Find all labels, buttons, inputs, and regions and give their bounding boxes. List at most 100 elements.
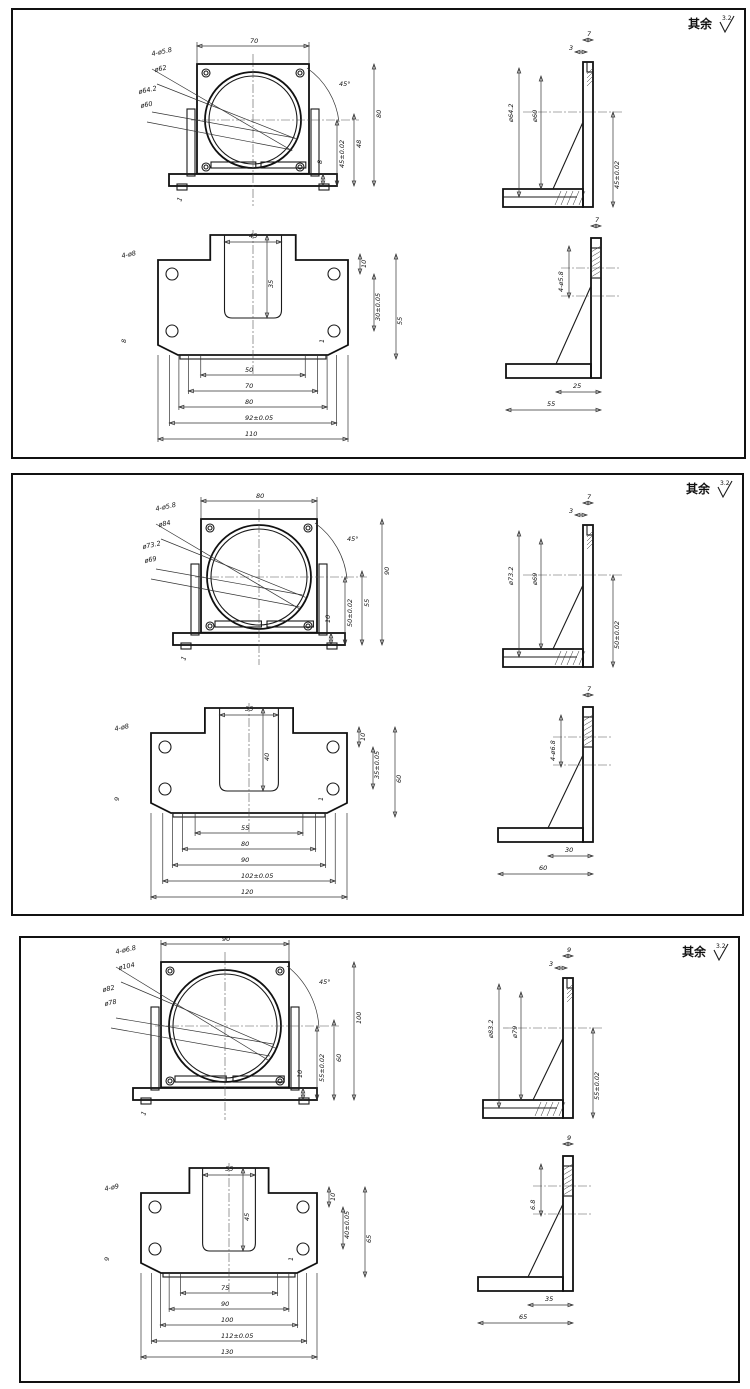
radius-label: 1 <box>318 339 326 343</box>
roughness-symbol-icon <box>713 943 729 962</box>
dim-slot-depth: 45 <box>243 1213 251 1221</box>
hole-note: 4-ø5.8 <box>151 46 173 58</box>
arrow-head <box>201 1172 208 1178</box>
mounting-hole <box>295 68 305 78</box>
arrow-head <box>273 712 280 718</box>
dim-width-w5: 130 <box>221 1348 233 1356</box>
dim-width-w3: 80 <box>245 398 253 406</box>
leader-line <box>146 121 293 151</box>
dim-base-thickness: 8 <box>316 160 324 164</box>
hatch-line <box>552 1101 560 1117</box>
front-right-wall <box>318 563 328 636</box>
dim-side2-t: 7 <box>587 685 592 693</box>
arrow-head <box>610 110 616 118</box>
arrow-head <box>156 436 164 442</box>
arrow-head <box>181 846 188 852</box>
arrow-head <box>240 1166 246 1174</box>
dim-hole-y: 30±0.05 <box>374 293 382 321</box>
roughness-note: 其余 3.2 <box>682 943 729 962</box>
dim-side2-t: 7 <box>595 216 600 224</box>
mounting-hole <box>165 267 179 281</box>
arrow-head <box>159 1322 166 1328</box>
side2-plate <box>590 237 602 379</box>
arrow-head <box>311 498 319 504</box>
hatch-line <box>566 983 574 991</box>
hatch-line <box>590 245 602 253</box>
arrow-head <box>516 529 522 537</box>
mounting-hole <box>303 621 313 631</box>
mounting-hole <box>165 1076 175 1086</box>
arrow-head <box>538 183 544 191</box>
front-left-wall <box>190 563 200 636</box>
arrow-head <box>328 639 334 647</box>
hatch-line <box>562 1163 574 1171</box>
arrow-head <box>299 372 307 378</box>
mounting-hole-inner <box>167 1078 173 1084</box>
hatch-line <box>558 1101 566 1117</box>
arrow-head <box>516 651 522 659</box>
mounting-hole <box>148 1242 162 1256</box>
hatch-line <box>586 534 594 542</box>
roughness-text: 其余 <box>682 944 707 959</box>
front-foot <box>318 183 330 191</box>
hatch-line <box>566 650 574 666</box>
arrow-head <box>187 388 194 394</box>
hatch-line <box>586 79 594 87</box>
mounting-hole-inner <box>277 1078 283 1084</box>
roughness-symbol-icon <box>717 480 733 499</box>
arrow-head <box>340 1205 346 1213</box>
arrow-head <box>340 1243 346 1251</box>
hatch-line <box>562 1168 574 1176</box>
hatch-line <box>586 67 594 75</box>
hatch-line <box>586 542 594 550</box>
hole-note: 4-ø6.8 <box>115 944 137 956</box>
arrow-head <box>342 639 348 647</box>
dim-half-height: 48 <box>355 140 363 148</box>
dim-half-height: 55 <box>363 599 371 607</box>
side-lip <box>566 977 574 989</box>
rib-slot <box>232 1075 285 1083</box>
front-right-wall <box>310 108 320 177</box>
hatch-line <box>590 255 602 263</box>
hatch-line <box>590 265 602 273</box>
dim-width-w2: 90 <box>221 1300 229 1308</box>
front-foot <box>140 1097 152 1105</box>
roughness-value: 3.2 <box>716 943 726 950</box>
side2-base <box>497 827 584 843</box>
front-foot <box>180 642 192 650</box>
side-gusset <box>552 584 584 650</box>
arrow-head <box>342 436 350 442</box>
arrow-head <box>590 1112 596 1120</box>
hatch-line <box>582 719 594 727</box>
arrow-head <box>371 62 377 70</box>
dim-width-w5: 120 <box>241 888 253 896</box>
hatch-line <box>566 987 574 995</box>
dim-width-w1: 75 <box>221 1284 229 1292</box>
mounting-hole <box>165 966 175 976</box>
arrow-head <box>357 252 363 260</box>
angle-label: 45° <box>347 535 359 543</box>
hatch-line <box>572 650 580 666</box>
side2-hole-section <box>590 247 602 279</box>
arrow-head <box>250 1172 257 1178</box>
mounting-hole <box>327 267 341 281</box>
arrow-head <box>351 112 357 120</box>
dia-label: ø64.2 <box>137 84 158 96</box>
arrow-head <box>362 1271 368 1279</box>
dia-label: ø84 <box>157 519 172 530</box>
dim-side-t2: 3 <box>569 44 573 52</box>
arrow-head <box>351 180 357 188</box>
dia-label: ø78 <box>103 998 118 1009</box>
dim-side-h: 45±0.02 <box>613 161 621 189</box>
hatch-line <box>546 1101 554 1117</box>
dim-width-w4: 102±0.05 <box>241 872 273 880</box>
hole-note: 4-ø8 <box>121 249 137 260</box>
dim-width: 80 <box>256 492 264 500</box>
arrow-head <box>581 49 589 55</box>
arrow-head <box>567 1302 575 1308</box>
